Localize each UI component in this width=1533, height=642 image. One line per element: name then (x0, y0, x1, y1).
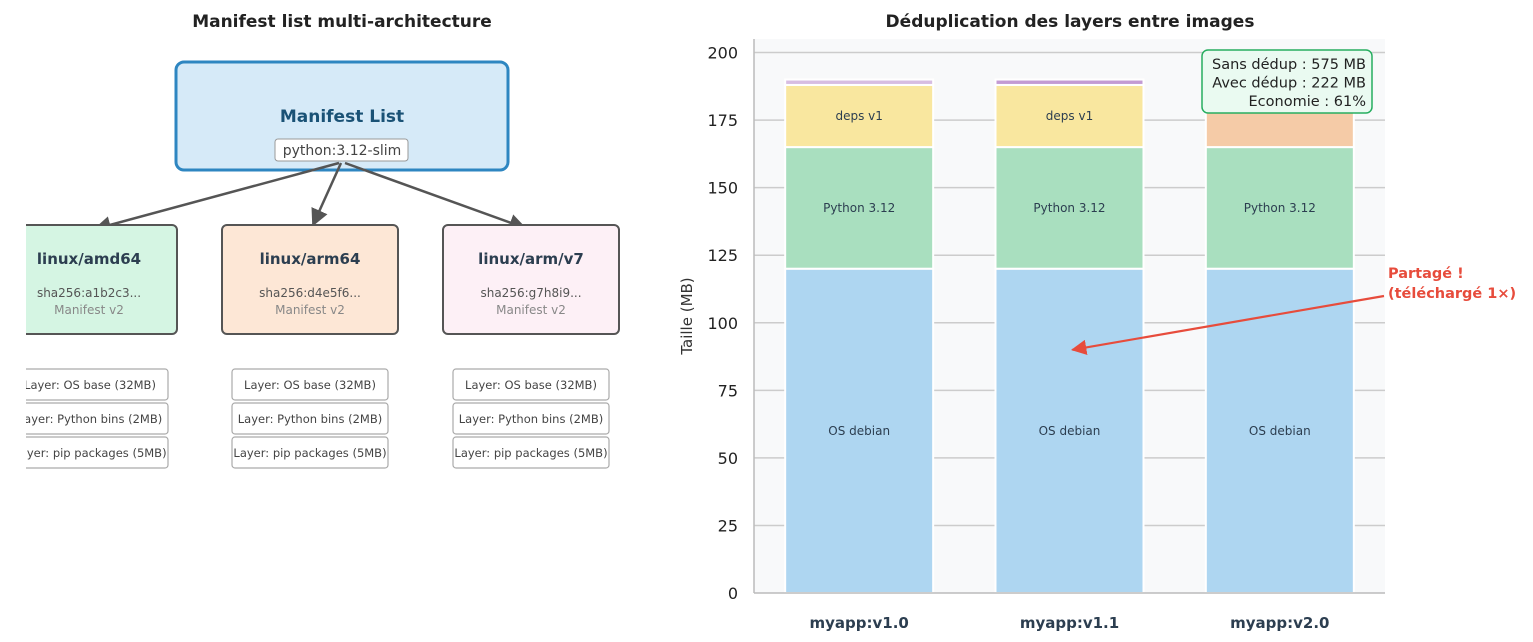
bar-segment-label: Python 3.12 (823, 201, 895, 215)
summary-line: Economie : 61% (1249, 94, 1366, 110)
platform-box (13, 224, 178, 335)
layer-label: Layer: OS base (32MB) (465, 378, 597, 392)
platform-arm64: linux/arm64 sha256:d4e5f6... Manifest v2 (221, 224, 399, 335)
manifest-tag-box (274, 138, 409, 162)
bar-segment (784, 83, 935, 149)
bar-segment (1204, 146, 1355, 270)
platform-name: linux/arm64 (260, 250, 361, 268)
diagram-title: Manifest list multi-architecture (192, 12, 492, 32)
layer-box (231, 402, 389, 435)
y-tick-label: 100 (707, 314, 738, 333)
layer-box (231, 368, 389, 401)
layers-arm64: Layer: OS base (32MB) Layer: Python bins… (231, 368, 389, 469)
platform-armv7: linux/arm/v7 sha256:g7h8i9... Manifest v… (442, 224, 620, 335)
axes (753, 39, 1385, 594)
bar-segment-label: OS debian (1249, 424, 1311, 438)
manifest-diagram: Manifest list multi-architecture Manifes… (0, 12, 620, 485)
y-tick-label: 25 (718, 516, 738, 535)
bars: OS debian Python 3.12 deps v1 OS debian Pyth… (784, 78, 1355, 594)
layer-label: Layer: OS base (32MB) (244, 378, 376, 392)
chart-title: Déduplication des layers entre images (886, 12, 1255, 32)
layer-label: Layer: OS base (32MB) (24, 378, 156, 392)
layers-amd64: Layer: OS base (32MB) Layer: Python bins… (11, 368, 169, 469)
platform-name: linux/amd64 (37, 250, 141, 268)
manifest-tag: python:3.12-slim (283, 143, 402, 159)
dedup-chart: Déduplication des layers entre images OS… (678, 12, 1516, 632)
bar-segment-label: Python 3.12 (1033, 201, 1105, 215)
bar-segment-label: OS debian (1039, 424, 1101, 438)
bar-segment (784, 146, 935, 270)
y-tick-label: 150 (707, 179, 738, 198)
y-tick-label: 125 (707, 246, 738, 265)
x-category-label: myapp:v1.0 (809, 614, 908, 632)
bar-segment-label: deps v1 (1046, 109, 1093, 123)
annotation-text: Partagé ! (1388, 266, 1464, 282)
layer-box (452, 368, 610, 401)
layer-label: Layer: pip packages (5MB) (13, 446, 166, 460)
y-axis-label: Taille (MB) (678, 277, 696, 355)
bar-segment (784, 267, 935, 594)
platform-schema: Manifest v2 (54, 303, 124, 317)
platform-box (442, 224, 620, 335)
arrow-to-amd64 (93, 161, 340, 234)
layer-box (452, 436, 610, 469)
layer-label: Layer: pip packages (5MB) (454, 446, 607, 460)
layer-label: Layer: Python bins (2MB) (459, 412, 603, 426)
annotation-arrow (1070, 294, 1385, 356)
platform-digest: sha256:d4e5f6... (259, 286, 361, 300)
platform-schema: Manifest v2 (275, 303, 345, 317)
summary-box-frame (1201, 49, 1373, 114)
y-tick-label: 0 (728, 584, 738, 603)
y-tick-label: 50 (718, 449, 738, 468)
platform-digest: sha256:g7h8i9... (480, 286, 581, 300)
manifest-list-box (174, 60, 510, 172)
summary-line: Avec dédup : 222 MB (1212, 76, 1366, 92)
layer-label: Layer: Python bins (2MB) (18, 412, 162, 426)
manifest-list-title: Manifest List (280, 107, 404, 127)
x-category-label: myapp:v2.0 (1230, 614, 1329, 632)
summary-line: Sans dédup : 575 MB (1212, 57, 1366, 73)
arrow-to-armv7 (344, 161, 527, 231)
bar-segment (994, 78, 1145, 86)
bar-segment (994, 146, 1145, 270)
y-tick-label: 75 (718, 381, 738, 400)
bar-segment (994, 267, 1145, 594)
bar-segment-label: deps v1 (835, 109, 882, 123)
layers-armv7: Layer: OS base (32MB) Layer: Python bins… (452, 368, 610, 469)
bar-segment (784, 78, 935, 86)
arrow-to-arm64 (311, 162, 343, 227)
bar-segment-label: OS debian (828, 424, 890, 438)
y-tick-label: 175 (707, 111, 738, 130)
summary-box: Sans dédup : 575 MB Avec dédup : 222 MB Ec… (1201, 49, 1373, 114)
annotation-text: (téléchargé 1×) (1388, 286, 1516, 302)
y-tick-labels: 0 25 50 75 100 125 150 175 200 (707, 44, 738, 603)
platform-schema: Manifest v2 (496, 303, 566, 317)
bar-segment-label: Python 3.12 (1244, 201, 1316, 215)
platform-digest: sha256:a1b2c3... (37, 286, 141, 300)
left-crop-band (0, 215, 26, 485)
layer-label: Layer: Python bins (2MB) (238, 412, 382, 426)
layer-label: Layer: pip packages (5MB) (233, 446, 386, 460)
bar-segment (994, 83, 1145, 149)
platform-amd64: linux/amd64 sha256:a1b2c3... Manifest v2 (13, 224, 178, 335)
y-tick-label: 200 (707, 44, 738, 63)
platform-box (221, 224, 399, 335)
layer-box (231, 436, 389, 469)
x-category-label: myapp:v1.1 (1020, 614, 1119, 632)
layer-box (452, 402, 610, 435)
platform-name: linux/arm/v7 (478, 250, 584, 268)
shared-annotation: Partagé ! (téléchargé 1×) (1070, 266, 1516, 356)
x-category-labels: myapp:v1.0 myapp:v1.1 myapp:v2.0 (809, 614, 1329, 632)
